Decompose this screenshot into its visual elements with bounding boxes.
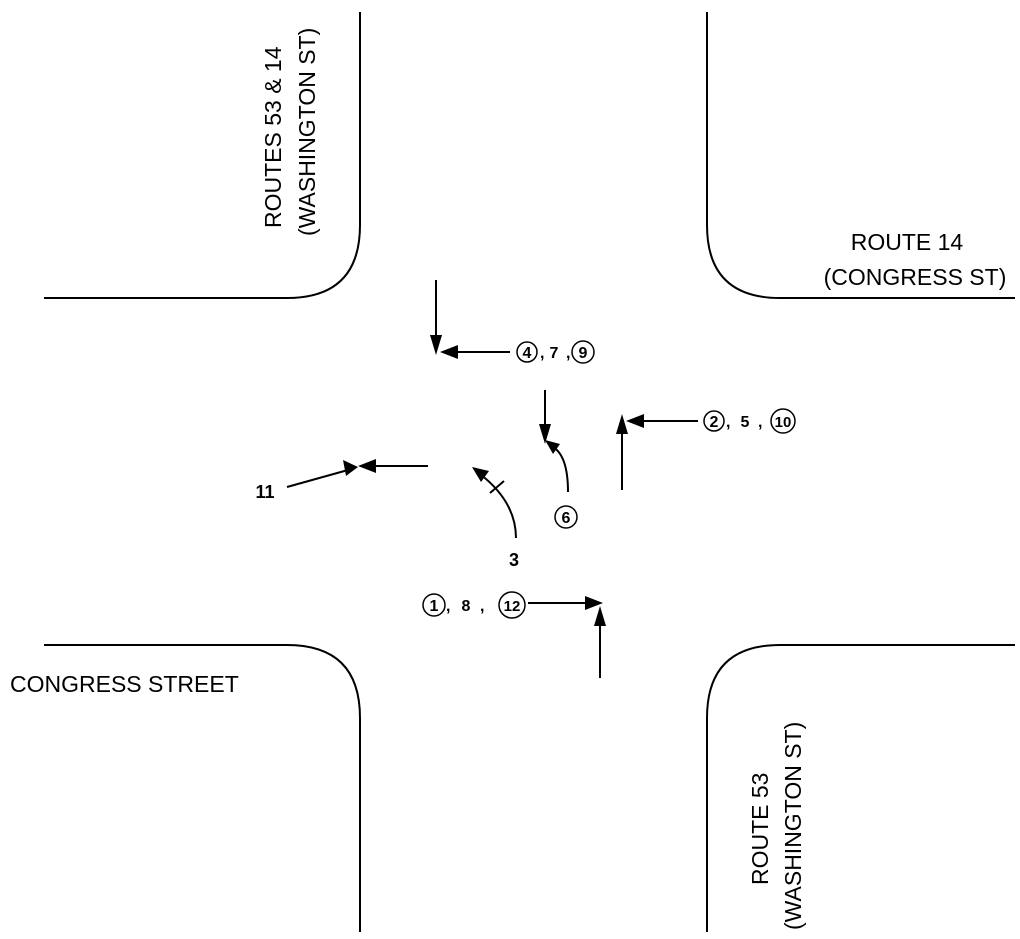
collision-number-5: 5 (741, 414, 750, 431)
collision-label-6: 6 (554, 505, 578, 529)
movement-path-south (528, 596, 606, 678)
collision-comma: , (480, 598, 484, 615)
collision-comma: , (540, 345, 544, 362)
movement-path-6 (539, 390, 569, 493)
collision-comma: , (726, 414, 730, 431)
collision-number-7: 7 (550, 345, 559, 362)
movement-path-north (430, 280, 510, 359)
street-label-east-line1: ROUTE 14 (851, 229, 964, 255)
collision-group-north: 4 , 7 , 9 (516, 340, 595, 364)
collision-number-6: 6 (562, 510, 571, 527)
street-label-south-line1: ROUTE 53 (747, 773, 773, 885)
street-label-west: CONGRESS STREET (10, 671, 239, 697)
collision-comma: , (566, 345, 570, 362)
curb-northeast (706, 12, 1015, 299)
movement-path-3 (472, 467, 517, 539)
collision-number-12: 12 (504, 598, 521, 615)
collision-comma: , (758, 414, 762, 431)
collision-number-9: 9 (579, 345, 588, 362)
collision-comma: , (446, 598, 450, 615)
street-label-north-line2: (WASHINGTON ST) (294, 28, 320, 236)
street-label-north-line1: ROUTES 53 & 14 (260, 46, 286, 228)
collision-number-1: 1 (430, 598, 439, 615)
collision-group-east: 2 , 5 , 10 (703, 408, 796, 434)
movement-path-11 (286, 459, 428, 488)
street-label-east-line2: (CONGRESS ST) (824, 264, 1007, 290)
collision-number-11: 11 (255, 482, 274, 502)
curb-southwest (44, 644, 361, 932)
movement-path-east (616, 414, 698, 490)
curb-southeast (706, 644, 1015, 932)
collision-number-2: 2 (710, 414, 719, 431)
collision-number-8: 8 (462, 598, 471, 615)
collision-number-4: 4 (523, 345, 532, 362)
street-label-south-line2: (WASHINGTON ST) (780, 722, 806, 930)
collision-number-3: 3 (509, 550, 519, 570)
collision-group-south: 1 , 8 , 12 (422, 591, 526, 619)
collision-number-10: 10 (775, 414, 792, 431)
curb-northwest (44, 12, 361, 299)
